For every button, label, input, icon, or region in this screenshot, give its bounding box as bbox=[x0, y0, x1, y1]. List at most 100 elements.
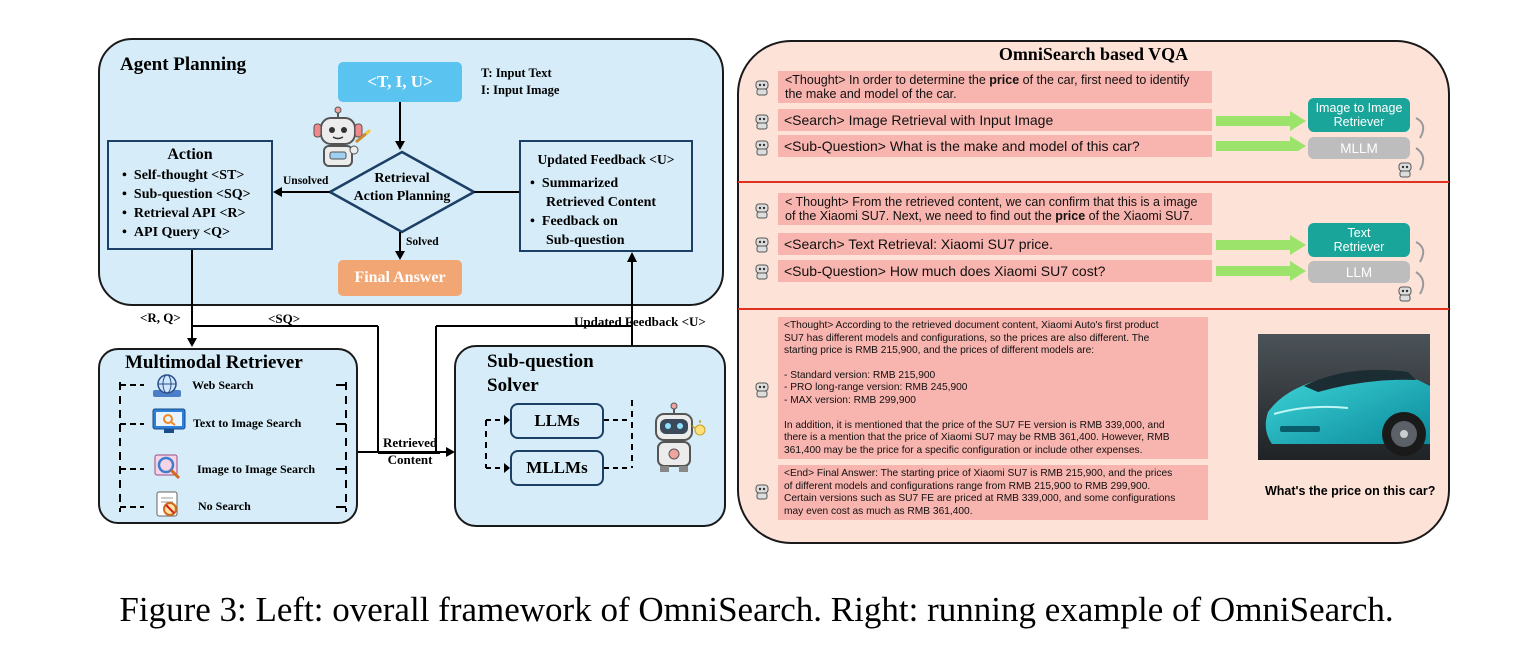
arrow-solved bbox=[395, 232, 405, 260]
car-photo bbox=[1258, 334, 1430, 460]
edge-label-rq: <R, Q> bbox=[140, 310, 181, 325]
robot-icon bbox=[755, 80, 769, 96]
robot-icon bbox=[755, 484, 769, 500]
s3-thought-line: <Thought> According to the retrieved doc… bbox=[784, 320, 1159, 331]
action-box bbox=[107, 140, 273, 250]
feedback-item: Sub-question bbox=[546, 233, 625, 248]
action-list: • Self-thought <ST> • Sub-question <SQ> … bbox=[122, 166, 251, 242]
s1-thought-bubble: <Thought> In order to determine the pric… bbox=[778, 71, 1212, 103]
final-answer-box: Final Answer bbox=[338, 260, 462, 296]
arrow-input-to-decision bbox=[395, 102, 405, 150]
s3-thought-line: 361,400 may be the price for a specific … bbox=[784, 444, 1143, 456]
feedback-box bbox=[519, 140, 693, 252]
s3-thought-line bbox=[784, 408, 1202, 420]
robot-icon bbox=[755, 382, 769, 398]
s2-tool-llm: LLM bbox=[1308, 261, 1410, 283]
final-answer-label: Final Answer bbox=[354, 269, 446, 286]
llms-label: LLMs bbox=[534, 411, 580, 430]
feedback-title: Updated Feedback <U> bbox=[537, 152, 675, 167]
robot-icon bbox=[1398, 162, 1412, 178]
robot-icon bbox=[755, 203, 769, 219]
s2-subq-bubble: <Sub-Question> How much does Xiaomi SU7 … bbox=[778, 260, 1212, 282]
feedback-item: • Feedback on bbox=[530, 214, 618, 229]
robot-icon bbox=[655, 402, 706, 472]
s3-thought-line: - Standard version: RMB 215,900 bbox=[784, 369, 936, 381]
s3-thought-line: - MAX version: RMB 299,900 bbox=[784, 394, 916, 406]
action-item: • API Query <Q> bbox=[122, 225, 230, 240]
retriever-item-text-image: Text to Image Search bbox=[193, 416, 302, 430]
feedback-list: • Summarized Retrieved Content • Feedbac… bbox=[530, 174, 656, 250]
edge-label-retrieved-1: Retrieved bbox=[383, 435, 438, 450]
s2-green-arrows bbox=[1216, 235, 1306, 281]
retriever-dashed-frame bbox=[119, 382, 347, 512]
edge-label-retrieved: Retrieved Content bbox=[383, 434, 437, 468]
divider-1 bbox=[738, 181, 1449, 183]
robot-icon bbox=[755, 114, 769, 130]
s3-thought-line: - PRO long-range version: RMB 245,900 bbox=[784, 382, 968, 394]
mllms-label: MLLMs bbox=[526, 458, 588, 477]
s1-thought-line2: the make and model of the car. bbox=[785, 87, 957, 101]
decision-diamond bbox=[328, 150, 476, 234]
llms-box: LLMs bbox=[510, 403, 604, 439]
s2-search-bubble: <Search> Text Retrieval: Xiaomi SU7 pric… bbox=[778, 233, 1212, 255]
robot-icon bbox=[755, 264, 769, 280]
s3-end-bubble: <End> Final Answer: The starting price o… bbox=[778, 465, 1208, 520]
edge-label-retrieved-2: Content bbox=[387, 452, 433, 467]
image-search-icon bbox=[154, 454, 181, 480]
unsolved-label: Unsolved bbox=[283, 175, 329, 187]
s3-thought-line: starting price is RMB 215,900, and the p… bbox=[784, 345, 1095, 357]
solved-label: Solved bbox=[406, 236, 439, 248]
s1-thought-line1: <Thought> In order to determine the pric… bbox=[785, 73, 1190, 87]
s2-subq-text: <Sub-Question> How much does Xiaomi SU7 … bbox=[784, 263, 1106, 279]
s1-green-arrows bbox=[1216, 111, 1306, 151]
legend-t: T: Input Text bbox=[481, 66, 552, 80]
legend-i: I: Input Image bbox=[481, 83, 560, 97]
vqa-title: OmniSearch based VQA bbox=[998, 44, 1189, 64]
input-box-label: <T, I, U> bbox=[367, 72, 433, 91]
globe-icon bbox=[153, 374, 181, 397]
s3-end-line: may even cost as much as RMB 361,400. bbox=[784, 505, 973, 517]
s1-tool-mllm: MLLM bbox=[1308, 137, 1410, 159]
action-item: • Retrieval API <R> bbox=[122, 206, 246, 221]
connector-lines bbox=[187, 250, 637, 457]
retriever-item-no-search: No Search bbox=[198, 499, 251, 513]
feedback-item: Retrieved Content bbox=[546, 195, 657, 210]
s1-subq-bubble: <Sub-Question> What is the make and mode… bbox=[778, 135, 1212, 157]
arrow-unsolved bbox=[273, 187, 330, 197]
robot-icon bbox=[755, 237, 769, 253]
s3-end-line: of different models and configurations r… bbox=[784, 480, 1151, 492]
input-box: <T, I, U> bbox=[338, 62, 462, 102]
s2-thought-line2: of the Xiaomi SU7. Next, we need to find… bbox=[785, 209, 1193, 223]
s3-thought-line: there is a mention that the price of Xia… bbox=[784, 432, 1170, 444]
monitor-search-icon bbox=[152, 408, 186, 433]
s3-end-line: Certain versions such as SU7 FE are pric… bbox=[784, 493, 1176, 505]
s3-thought-bubble: <Thought> According to the retrieved doc… bbox=[778, 317, 1208, 459]
s1-return-arrows bbox=[1415, 117, 1425, 171]
feedback-item: • Summarized bbox=[530, 176, 619, 191]
edge-label-sq: <SQ> bbox=[268, 311, 301, 326]
s1-search-bubble: <Search> Image Retrieval with Input Imag… bbox=[778, 109, 1212, 131]
solver-title-2: Solver bbox=[487, 375, 539, 396]
solver-title: Sub-question Solver bbox=[487, 350, 594, 398]
robot-icon bbox=[313, 106, 372, 167]
figure-caption: Figure 3: Left: overall framework of Omn… bbox=[119, 590, 1394, 629]
solver-dashed-links bbox=[485, 400, 633, 473]
retriever-item-web: Web Search bbox=[192, 378, 254, 392]
s2-thought-bubble: < Thought> From the retrieved content, w… bbox=[778, 193, 1212, 225]
question-text: What's the price on this car? bbox=[1265, 484, 1436, 498]
action-title: Action bbox=[167, 146, 213, 163]
decision-label-2: Action Planning bbox=[353, 189, 451, 204]
action-item: • Self-thought <ST> bbox=[122, 168, 245, 183]
retriever-panel bbox=[98, 348, 358, 524]
s3-thought-line: In addition, it is mentioned that the pr… bbox=[784, 419, 1165, 431]
s2-search-text: <Search> Text Retrieval: Xiaomi SU7 pric… bbox=[784, 236, 1053, 252]
retriever-item-image-image: Image to Image Search bbox=[197, 462, 316, 476]
s3-end-line: <End> Final Answer: The starting price o… bbox=[784, 468, 1173, 479]
s2-thought-line1: < Thought> From the retrieved content, w… bbox=[785, 195, 1198, 209]
retriever-title: Multimodal Retriever bbox=[125, 352, 303, 373]
divider-2 bbox=[738, 308, 1449, 310]
s1-subq-text: <Sub-Question> What is the make and mode… bbox=[784, 138, 1140, 154]
mllms-box: MLLMs bbox=[510, 450, 604, 486]
s3-thought-line: SU7 has different models and configurati… bbox=[784, 332, 1150, 344]
